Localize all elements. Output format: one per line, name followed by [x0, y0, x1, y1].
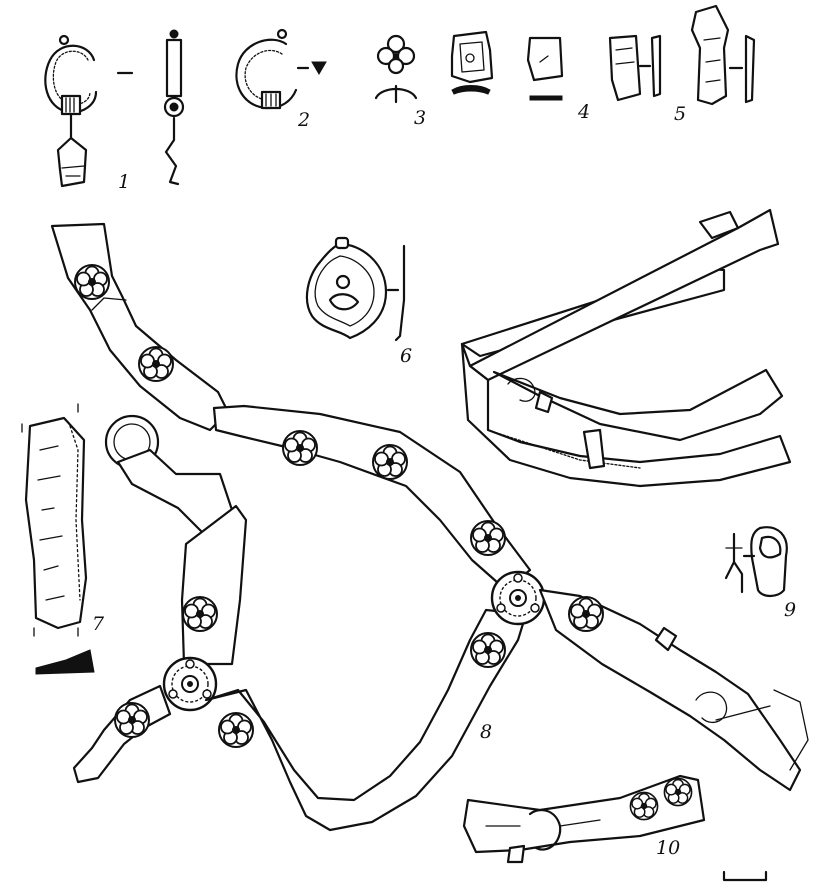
rosette-icon — [663, 777, 693, 807]
item-2-earring: 2 — [235, 28, 327, 131]
rosette-icon — [470, 520, 506, 556]
label-2: 2 — [297, 109, 310, 131]
item-7-fragment: 7 — [21, 403, 105, 675]
label-9: 9 — [784, 599, 796, 621]
rosette-icon — [138, 346, 174, 382]
item-10-strap: 10 — [462, 774, 706, 864]
strap-buckle-icon — [724, 526, 788, 598]
label-7: 7 — [92, 613, 105, 635]
rosette-icon — [74, 264, 110, 300]
heart-pendant-icon — [305, 236, 406, 342]
rosette-icon — [182, 596, 218, 632]
label-8: 8 — [480, 721, 492, 743]
label-5: 5 — [674, 103, 686, 125]
label-1: 1 — [118, 171, 130, 193]
item-5-strap-tips: 5 — [608, 4, 756, 125]
scale-bar-icon — [722, 870, 768, 882]
rosette-icon — [114, 702, 150, 738]
plaque-fragment-icon — [450, 30, 564, 101]
item-9-buckle: 9 — [724, 526, 796, 621]
strap-tip-icon — [608, 4, 756, 106]
rosette-icon — [282, 430, 318, 466]
item-8-harness: 8 — [50, 222, 809, 832]
item-6-pendant: 6 — [305, 236, 412, 367]
blade-fragment-icon — [21, 403, 95, 675]
ring-earring-icon — [235, 28, 327, 110]
label-4: 4 — [577, 101, 590, 123]
earring-section-icon — [163, 29, 185, 186]
rosette-icon — [470, 632, 506, 668]
trefoil-button-icon — [374, 34, 418, 104]
label-10: 10 — [656, 837, 680, 859]
item-4-plaques: 4 — [450, 30, 590, 123]
rosette-icon — [629, 791, 659, 821]
earring-with-pendant-icon — [44, 34, 98, 188]
label-3: 3 — [414, 107, 426, 129]
item-3-button: 3 — [374, 34, 426, 129]
rosette-icon — [568, 596, 604, 632]
rosette-icon — [218, 712, 254, 748]
label-6: 6 — [400, 345, 412, 367]
rosette-strap-harness-icon — [50, 222, 809, 832]
item-1-earring: 1 — [44, 29, 185, 193]
loose-straps — [460, 208, 792, 488]
rosette-icon — [372, 444, 408, 480]
strap-fragment-icon — [462, 774, 706, 864]
